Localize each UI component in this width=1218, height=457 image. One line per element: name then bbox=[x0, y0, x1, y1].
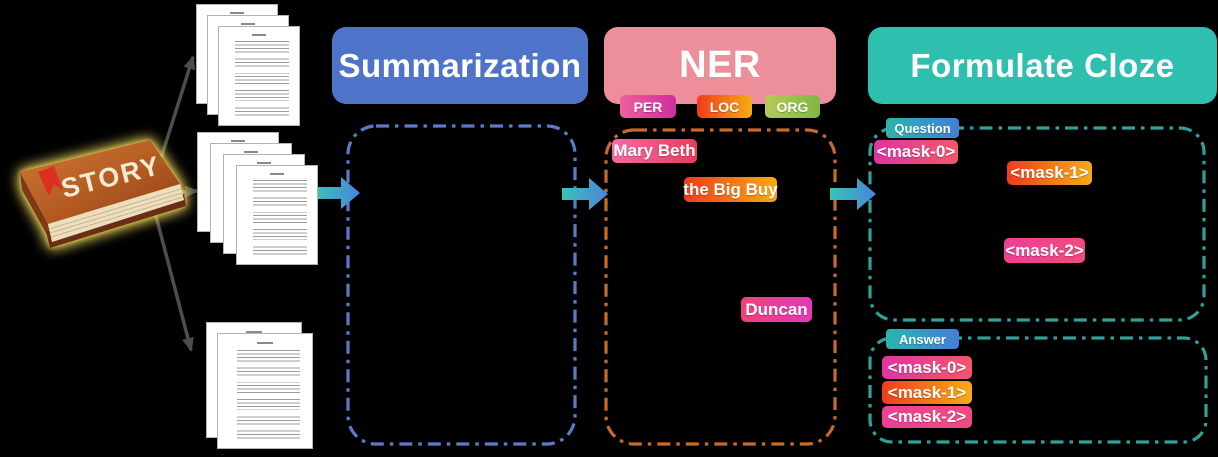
flow-arrow-2 bbox=[562, 178, 608, 210]
flow-arrow-3 bbox=[830, 178, 876, 210]
stage-header-summarization: Summarization bbox=[332, 27, 588, 104]
script-page bbox=[218, 26, 300, 126]
summarization-content-box bbox=[346, 124, 577, 446]
stage-header-formulate-cloze: Formulate Cloze bbox=[868, 27, 1217, 104]
answer-mask-1-chip: <mask-1> bbox=[882, 381, 972, 404]
question-label: Question bbox=[886, 118, 959, 138]
answer-mask-2-chip: <mask-2> bbox=[882, 406, 972, 428]
legend-chip-per: PER bbox=[620, 95, 676, 118]
ner-content-box bbox=[604, 128, 837, 446]
question-mask-1-chip: <mask-1> bbox=[1007, 161, 1092, 185]
legend-chip-org: ORG bbox=[765, 95, 820, 118]
question-box bbox=[868, 126, 1206, 322]
answer-label: Answer bbox=[886, 329, 959, 349]
script-page bbox=[236, 165, 318, 265]
stage-header-ner: NER bbox=[604, 27, 836, 104]
story-book-icon: STORY bbox=[20, 140, 186, 248]
question-mask-0-chip: <mask-0> bbox=[874, 140, 958, 164]
book-cover bbox=[20, 140, 180, 224]
answer-mask-0-chip: <mask-0> bbox=[882, 356, 972, 379]
answer-box bbox=[868, 336, 1208, 444]
book-ribbon-icon bbox=[38, 166, 63, 196]
flow-arrow-1 bbox=[314, 177, 360, 209]
arrow-to-bottom-stack bbox=[148, 192, 194, 352]
entity-chip-person: Mary Beth bbox=[612, 139, 697, 163]
book-spine bbox=[20, 172, 52, 244]
question-mask-2-chip: <mask-2> bbox=[1004, 238, 1085, 263]
legend-chip-loc: LOC bbox=[697, 95, 752, 118]
script-page bbox=[217, 333, 313, 449]
entity-chip-person: Duncan bbox=[741, 297, 812, 322]
entity-chip-location: the Big Buy bbox=[683, 177, 778, 202]
